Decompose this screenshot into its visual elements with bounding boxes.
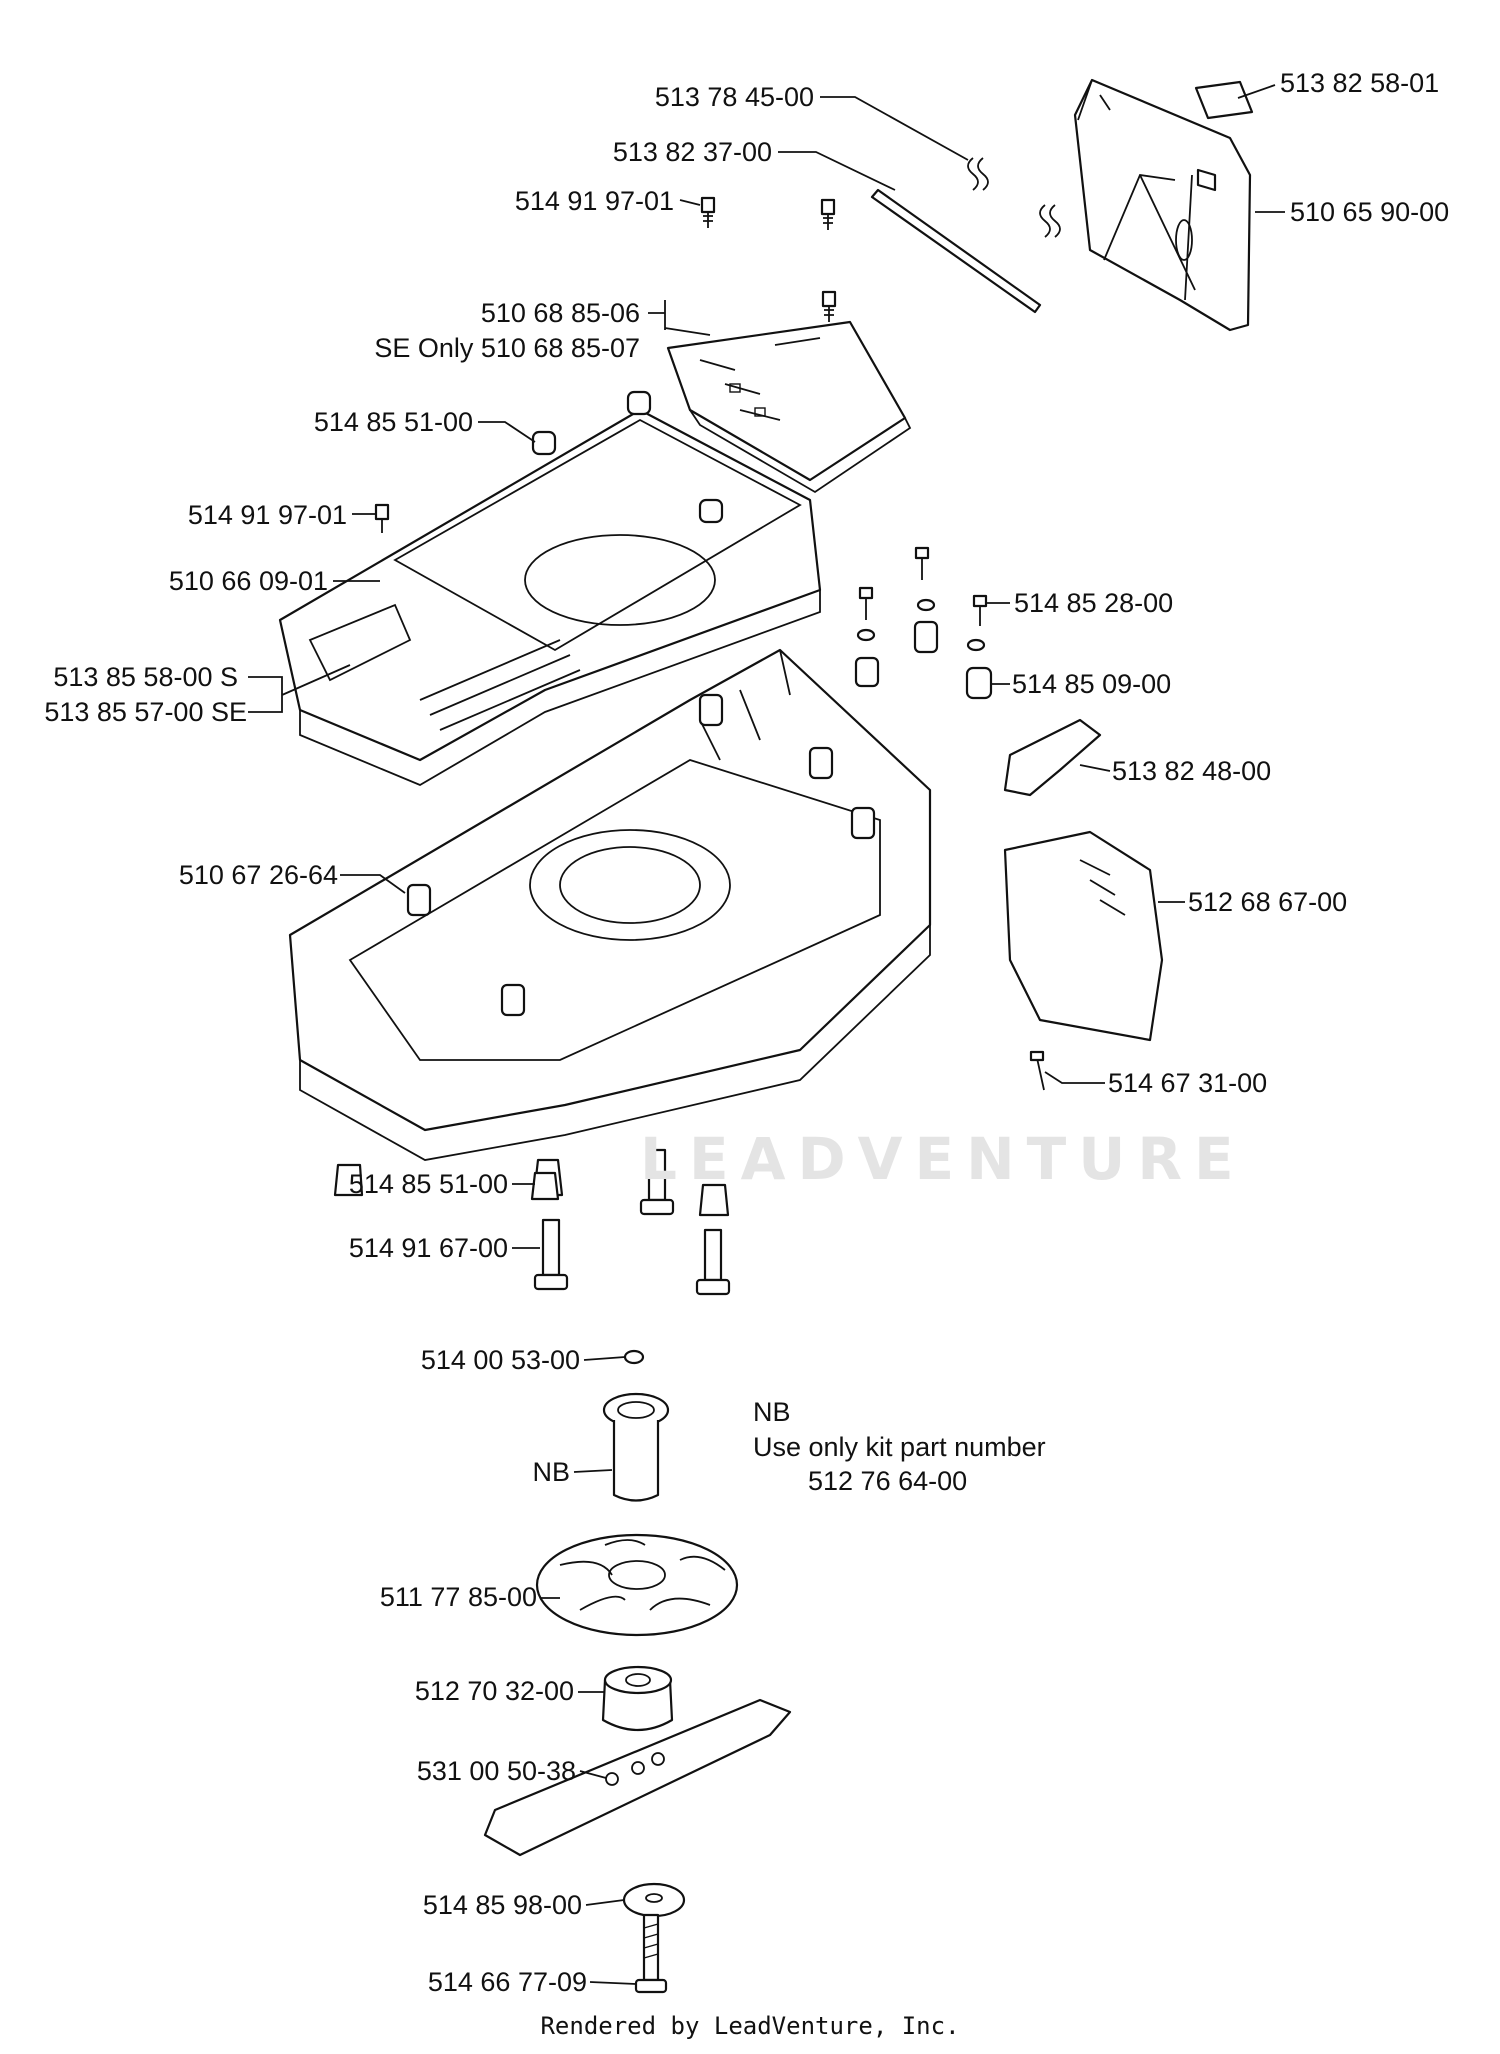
note-line-1: Use only kit part number [753, 1432, 1046, 1462]
fan-part[interactable] [535, 1533, 739, 1637]
label-514-85-28-00[interactable]: 514 85 28-00 [1014, 588, 1174, 618]
bracket-part[interactable] [1003, 718, 1102, 797]
label-514-85-51-00-bottom[interactable]: 514 85 51-00 [348, 1169, 508, 1199]
screw-parts-top[interactable] [700, 196, 837, 322]
label-sticker-part[interactable] [1194, 80, 1254, 120]
label-se-only-510-68-85-07[interactable]: SE Only 510 68 85-07 [374, 333, 640, 363]
label-513-82-58-01[interactable]: 513 82 58-01 [1280, 68, 1440, 98]
hardware-cluster[interactable] [854, 546, 993, 700]
spring-part[interactable] [967, 157, 1061, 238]
label-514-91-67-00[interactable]: 514 91 67-00 [348, 1233, 508, 1263]
small-screw-part[interactable] [1029, 1050, 1045, 1091]
bushing-parts[interactable] [333, 1158, 730, 1217]
label-512-68-67-00[interactable]: 512 68 67-00 [1188, 887, 1348, 917]
label-511-77-85-00[interactable]: 511 77 85-00 [379, 1582, 537, 1612]
label-510-68-85-06[interactable]: 510 68 85-06 [480, 298, 640, 328]
label-510-66-09-01[interactable]: 510 66 09-01 [168, 566, 328, 596]
cover-bumps[interactable] [374, 390, 724, 533]
label-514-85-09-00[interactable]: 514 85 09-00 [1012, 669, 1172, 699]
footer-credit: Rendered by LeadVenture, Inc. [540, 2012, 960, 2040]
label-514-85-98-00[interactable]: 514 85 98-00 [422, 1890, 582, 1920]
label-nb[interactable]: NB [532, 1457, 570, 1487]
label-513-85-57-00-se[interactable]: 513 85 57-00 SE [44, 697, 247, 727]
adapter-part[interactable] [602, 1392, 670, 1502]
label-514-91-97-01-top[interactable]: 514 91 97-01 [514, 186, 674, 216]
label-513-82-37-00[interactable]: 513 82 37-00 [612, 137, 772, 167]
watermark-text: LEADVENTURE [640, 1125, 1246, 1193]
side-shield-part[interactable] [1003, 830, 1164, 1042]
label-513-85-58-00-s[interactable]: 513 85 58-00 S [53, 662, 238, 692]
label-514-00-53-00[interactable]: 514 00 53-00 [420, 1345, 580, 1375]
label-531-00-50-38[interactable]: 531 00 50-38 [416, 1756, 576, 1786]
note-line-2: 512 76 64-00 [808, 1466, 968, 1496]
label-514-91-97-01-mid[interactable]: 514 91 97-01 [187, 500, 347, 530]
label-512-70-32-00[interactable]: 512 70 32-00 [414, 1676, 574, 1706]
label-510-67-26-64[interactable]: 510 67 26-64 [178, 860, 338, 890]
rear-flap-part[interactable] [1073, 78, 1252, 332]
label-514-67-31-00[interactable]: 514 67 31-00 [1108, 1068, 1268, 1098]
bolt-parts[interactable] [533, 1148, 731, 1296]
rod-part[interactable] [870, 188, 1042, 314]
top-cover-part[interactable] [278, 408, 822, 787]
label-514-85-51-00-top[interactable]: 514 85 51-00 [313, 407, 473, 437]
deck-part[interactable] [288, 648, 932, 1161]
key-part[interactable] [623, 1349, 645, 1365]
hinge-plate-part[interactable] [666, 320, 912, 494]
leader-lines [248, 84, 1285, 1985]
washer-part[interactable] [622, 1882, 686, 1918]
label-510-65-90-00[interactable]: 510 65 90-00 [1290, 197, 1450, 227]
label-513-82-48-00[interactable]: 513 82 48-00 [1112, 756, 1272, 786]
hub-part[interactable] [601, 1665, 674, 1731]
blade-part[interactable] [483, 1698, 792, 1857]
blade-bolt-part[interactable] [634, 1913, 668, 1994]
note-title: NB [753, 1397, 791, 1427]
label-514-66-77-09[interactable]: 514 66 77-09 [427, 1967, 587, 1997]
label-513-78-45-00[interactable]: 513 78 45-00 [654, 82, 814, 112]
